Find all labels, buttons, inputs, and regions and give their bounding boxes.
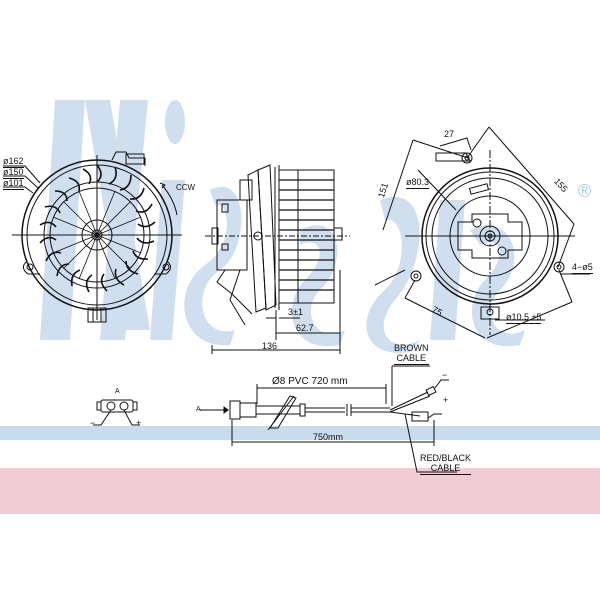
connector-minus-label: −	[90, 418, 96, 428]
brown-cable-label: BROWN CABLE	[394, 344, 429, 365]
rear-view-housing	[374, 126, 590, 339]
watermark-blue-band	[0, 426, 600, 440]
diameter-101-label: ø101	[3, 178, 24, 190]
cable-plus-label: +	[443, 395, 449, 405]
rotation-direction-label: CCW	[176, 183, 196, 192]
brown-cable-line2: CABLE	[394, 354, 429, 365]
red-black-cable-line2: CABLE	[420, 464, 472, 475]
side-view-blower	[205, 164, 350, 354]
registered-mark: ®	[578, 181, 592, 201]
wheel-width-label: 62.7	[296, 323, 314, 333]
cable-spec-label: Ø8 PVC 720 mm	[272, 376, 348, 387]
dim-27-label: 27	[444, 129, 455, 139]
hub-diameter-label: ø80.3	[406, 177, 430, 189]
cable-length-label: 750mm	[313, 432, 344, 442]
red-black-cable-label: RED/BLACK CABLE	[420, 453, 472, 475]
connector-view-label: A	[115, 388, 120, 395]
mount-holes-label: 4−ø5	[572, 262, 593, 274]
front-view-fan-wheel	[3, 151, 182, 323]
brown-cable-line1: BROWN	[394, 343, 429, 353]
connector-detail	[93, 399, 140, 426]
red-black-cable-line1: RED/BLACK	[420, 453, 472, 463]
plug-diameter-label: ø10.5 ±5	[506, 312, 542, 324]
diameter-162-label: ø162	[3, 156, 24, 168]
gap-dimension-label: 3±1	[288, 307, 303, 317]
total-width-label: 136	[262, 341, 278, 351]
cable-minus-label: −	[442, 370, 448, 380]
cable-harness	[200, 365, 457, 473]
cable-arrow-label: A	[196, 406, 201, 413]
diameter-150-label: ø150	[3, 167, 24, 179]
connector-plus-label: +	[136, 418, 142, 428]
watermark-pink-band	[0, 468, 600, 514]
